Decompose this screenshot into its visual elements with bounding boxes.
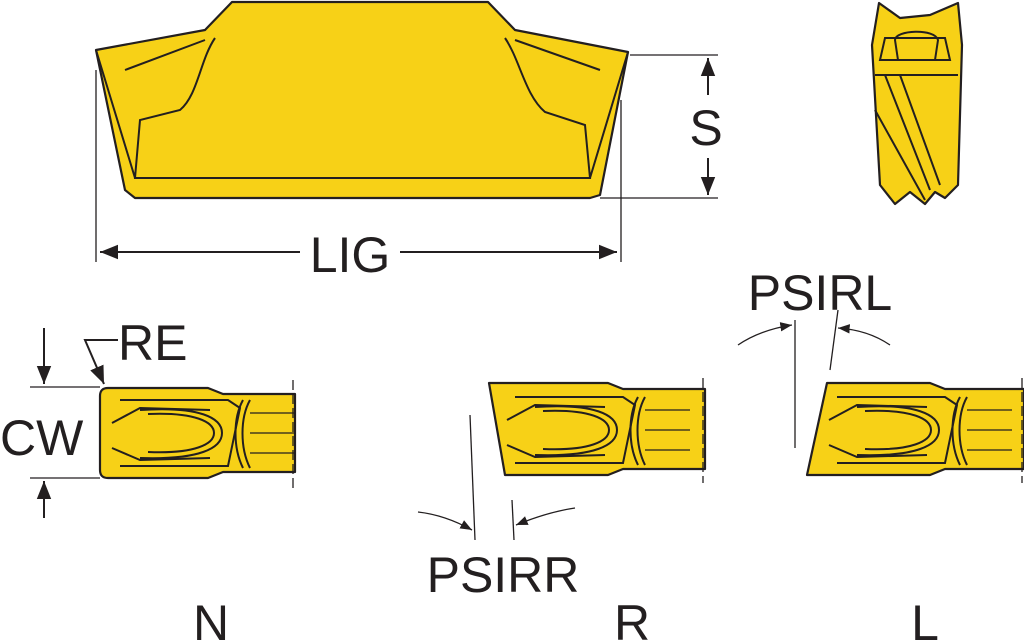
insert-side-view: [94, 0, 630, 200]
insert-end-view: [870, 1, 964, 206]
label-cw: CW: [0, 410, 84, 466]
label-psirr: PSIRR: [427, 547, 580, 603]
label-variant-n: N: [193, 595, 229, 643]
insert-variant-n: [98, 380, 297, 488]
label-variant-r: R: [614, 595, 650, 643]
insert-variant-r: [487, 378, 707, 483]
label-re: RE: [118, 315, 187, 371]
insert-variant-l: [805, 378, 1024, 483]
label-psirl: PSIRL: [748, 265, 893, 321]
label-s: S: [689, 100, 722, 156]
label-variant-l: L: [911, 595, 939, 643]
label-lig: LIG: [310, 227, 391, 283]
dimension-lines: [30, 54, 891, 541]
